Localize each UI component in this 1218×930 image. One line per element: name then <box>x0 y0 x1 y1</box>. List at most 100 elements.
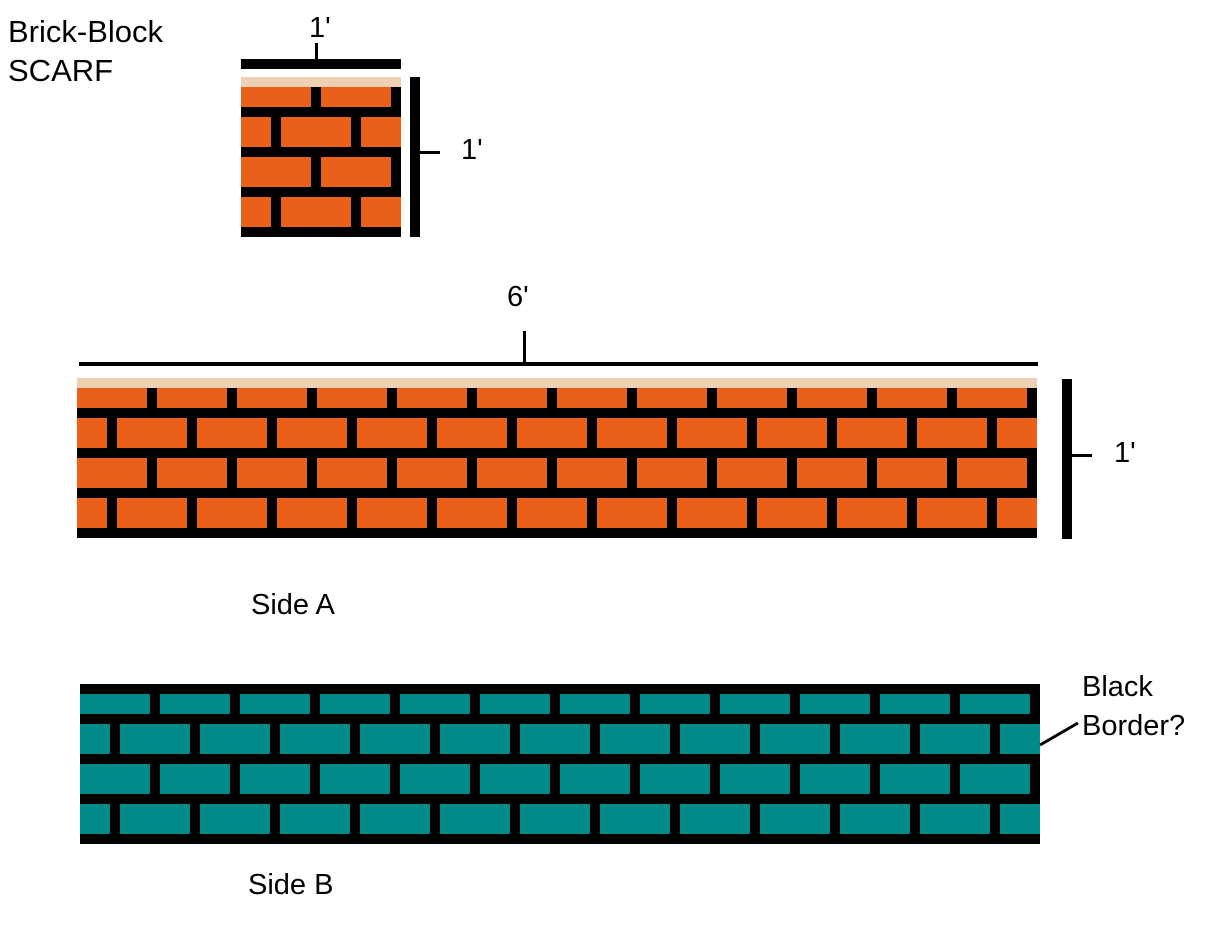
brick <box>917 418 987 448</box>
brick <box>680 724 750 754</box>
brick <box>597 498 667 528</box>
side-a-height-label: 1' <box>1114 437 1136 469</box>
brick <box>517 418 587 448</box>
brick <box>357 498 427 528</box>
side-a-length-dimension-tick <box>523 331 526 362</box>
brick <box>520 804 590 834</box>
brick <box>280 804 350 834</box>
brick <box>717 458 787 488</box>
brick <box>241 197 271 227</box>
brick <box>840 724 910 754</box>
small-width-dimension-bar <box>241 59 401 69</box>
brick <box>680 804 750 834</box>
brick <box>800 694 870 714</box>
brick <box>440 724 510 754</box>
brick <box>77 418 107 448</box>
brick <box>77 388 147 408</box>
brick <box>560 694 630 714</box>
brick <box>920 724 990 754</box>
small-width-label: 1' <box>309 12 331 44</box>
brick <box>720 694 790 714</box>
brick <box>717 388 787 408</box>
brick <box>361 117 401 147</box>
brick <box>997 498 1037 528</box>
brick <box>80 764 150 794</box>
brick <box>677 498 747 528</box>
brick <box>280 724 350 754</box>
brick <box>477 458 547 488</box>
side-a-length-dimension-line <box>79 362 1038 366</box>
brick <box>397 458 467 488</box>
brick <box>77 458 147 488</box>
small-brick-block <box>241 77 401 237</box>
brick <box>321 157 391 187</box>
brick <box>361 197 401 227</box>
brick <box>880 764 950 794</box>
brick <box>757 418 827 448</box>
small-height-dimension-tick <box>420 151 440 154</box>
brick <box>477 388 547 408</box>
top-cap <box>241 77 401 87</box>
brick <box>637 388 707 408</box>
brick <box>640 764 710 794</box>
brick <box>877 388 947 408</box>
side-a-height-dimension-tick <box>1072 454 1092 457</box>
brick <box>840 804 910 834</box>
brick <box>320 694 390 714</box>
brick <box>837 498 907 528</box>
brick <box>520 724 590 754</box>
brick <box>400 694 470 714</box>
brick <box>237 388 307 408</box>
brick <box>600 724 670 754</box>
brick <box>197 498 267 528</box>
brick <box>277 418 347 448</box>
brick <box>720 764 790 794</box>
side-a-height-dimension-bar <box>1062 379 1072 539</box>
diagram-title: Brick-Block SCARF <box>8 12 163 90</box>
brick <box>637 458 707 488</box>
brick <box>797 458 867 488</box>
brick <box>241 87 311 107</box>
brick <box>997 418 1037 448</box>
top-border <box>80 684 1040 694</box>
brick <box>837 418 907 448</box>
brick <box>277 498 347 528</box>
brick <box>877 458 947 488</box>
brick <box>797 388 867 408</box>
side-b-brick-wall <box>80 684 1040 844</box>
brick <box>157 388 227 408</box>
brick <box>117 418 187 448</box>
small-height-dimension-bar <box>410 77 420 237</box>
brick <box>600 804 670 834</box>
brick <box>320 764 390 794</box>
brick <box>120 724 190 754</box>
brick <box>357 418 427 448</box>
brick <box>117 498 187 528</box>
brick <box>281 197 351 227</box>
brick <box>560 764 630 794</box>
brick <box>957 458 1027 488</box>
brick <box>640 694 710 714</box>
brick <box>480 764 550 794</box>
brick <box>917 498 987 528</box>
brick <box>397 388 467 408</box>
side-a-label: Side A <box>251 589 335 621</box>
brick <box>200 724 270 754</box>
brick <box>360 724 430 754</box>
brick <box>80 804 110 834</box>
brick <box>557 388 627 408</box>
title-line-2: SCARF <box>8 53 114 88</box>
small-height-label: 1' <box>461 134 483 166</box>
small-width-dimension-tick <box>315 43 318 59</box>
annotation-line-1: Black <box>1082 671 1153 703</box>
brick <box>160 694 230 714</box>
brick <box>240 764 310 794</box>
brick <box>440 804 510 834</box>
annotation-line-2: Border? <box>1082 710 1186 742</box>
brick <box>517 498 587 528</box>
brick <box>200 804 270 834</box>
brick <box>77 498 107 528</box>
brick <box>281 117 351 147</box>
brick <box>240 694 310 714</box>
brick <box>960 764 1030 794</box>
